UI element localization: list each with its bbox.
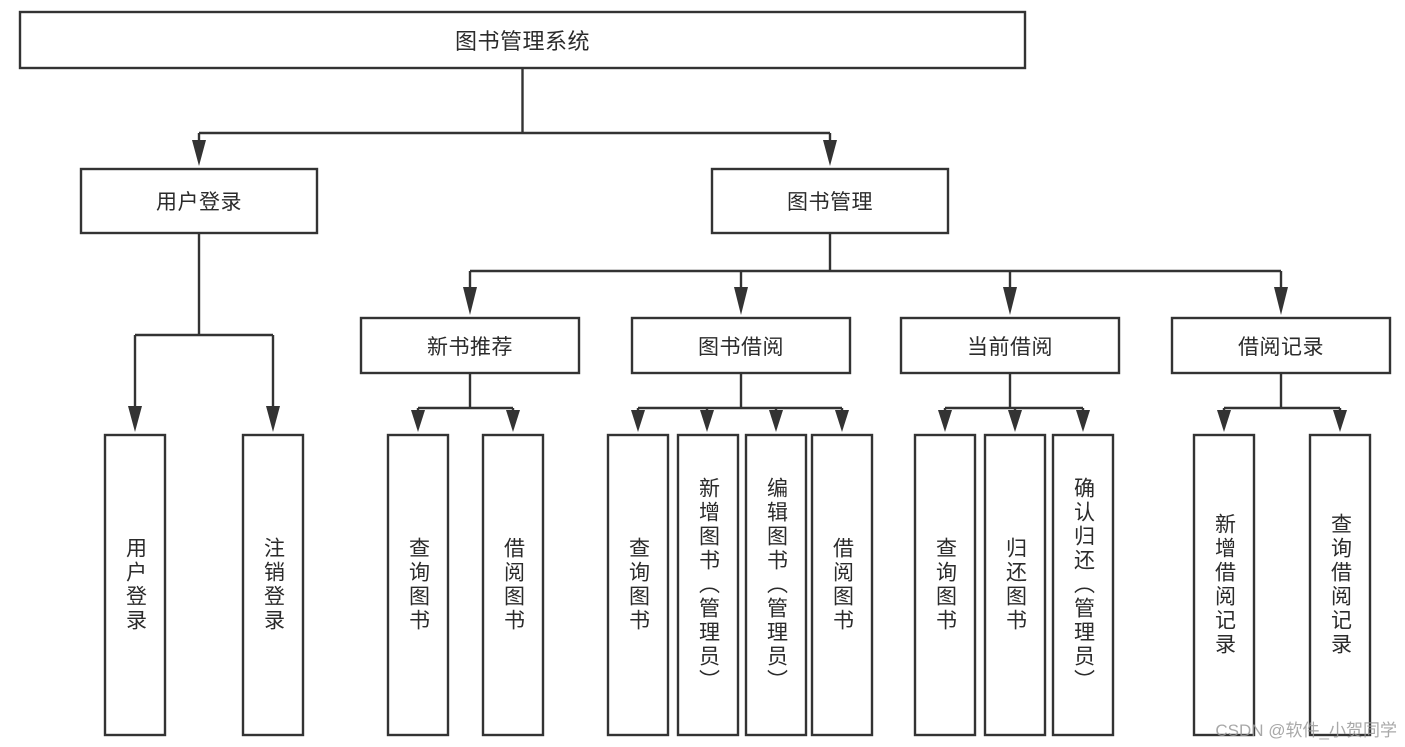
arrowhead-leaf-logout [266, 406, 280, 432]
connector-group-book-borrow [631, 373, 849, 432]
arrowhead-book-borrow [734, 287, 748, 315]
node-box-leaf-query-book-1[interactable] [386, 433, 450, 737]
node-box-leaf-add-book[interactable] [676, 433, 740, 737]
arrowhead-leaf-add-record [1217, 410, 1231, 432]
node-box-current-borrow[interactable] [899, 316, 1121, 375]
node-box-leaf-user-login[interactable] [103, 433, 167, 737]
connector-group-current-borrow [938, 373, 1090, 432]
arrowhead-leaf-query-book-3 [938, 410, 952, 432]
node-box-leaf-return-book[interactable] [983, 433, 1047, 737]
node-box-book-borrow[interactable] [630, 316, 852, 375]
connector-group-root [192, 68, 837, 166]
node-box-leaf-add-record[interactable] [1192, 433, 1256, 737]
node-box-borrow-record[interactable] [1170, 316, 1392, 375]
arrowhead-current-borrow [1003, 287, 1017, 315]
connector-group-user-login [128, 233, 280, 432]
node-box-leaf-query-book-3[interactable] [913, 433, 977, 737]
arrowhead-leaf-add-book [700, 410, 714, 432]
arrowhead-leaf-borrow-book-1 [506, 410, 520, 432]
connector-group-new-book-recommend [411, 373, 520, 432]
arrowhead-leaf-return-book [1008, 410, 1022, 432]
node-box-leaf-borrow-book-1[interactable] [481, 433, 545, 737]
node-box-leaf-query-record[interactable] [1308, 433, 1372, 737]
node-box-leaf-confirm-return[interactable] [1051, 433, 1115, 737]
arrowhead-user-login [192, 140, 206, 166]
arrowhead-leaf-borrow-book-2 [835, 410, 849, 432]
node-box-user-login[interactable] [79, 167, 319, 235]
arrowhead-leaf-user-login [128, 406, 142, 432]
arrowhead-borrow-record [1274, 287, 1288, 315]
node-box-root[interactable] [18, 10, 1027, 70]
arrowhead-leaf-query-record [1333, 410, 1347, 432]
arrowhead-leaf-confirm-return [1076, 410, 1090, 432]
connector-group-book-manage [463, 233, 1288, 315]
node-box-leaf-edit-book[interactable] [744, 433, 808, 737]
node-box-leaf-logout[interactable] [241, 433, 305, 737]
node-box-leaf-query-book-2[interactable] [606, 433, 670, 737]
arrowhead-book-manage [823, 140, 837, 166]
arrowhead-leaf-edit-book [769, 410, 783, 432]
node-box-book-manage[interactable] [710, 167, 950, 235]
connector-group-borrow-record [1217, 373, 1347, 432]
node-box-leaf-borrow-book-2[interactable] [810, 433, 874, 737]
arrowhead-leaf-query-book-1 [411, 410, 425, 432]
arrowhead-new-book-recommend [463, 287, 477, 315]
node-box-new-book-recommend[interactable] [359, 316, 581, 375]
arrowhead-leaf-query-book-2 [631, 410, 645, 432]
